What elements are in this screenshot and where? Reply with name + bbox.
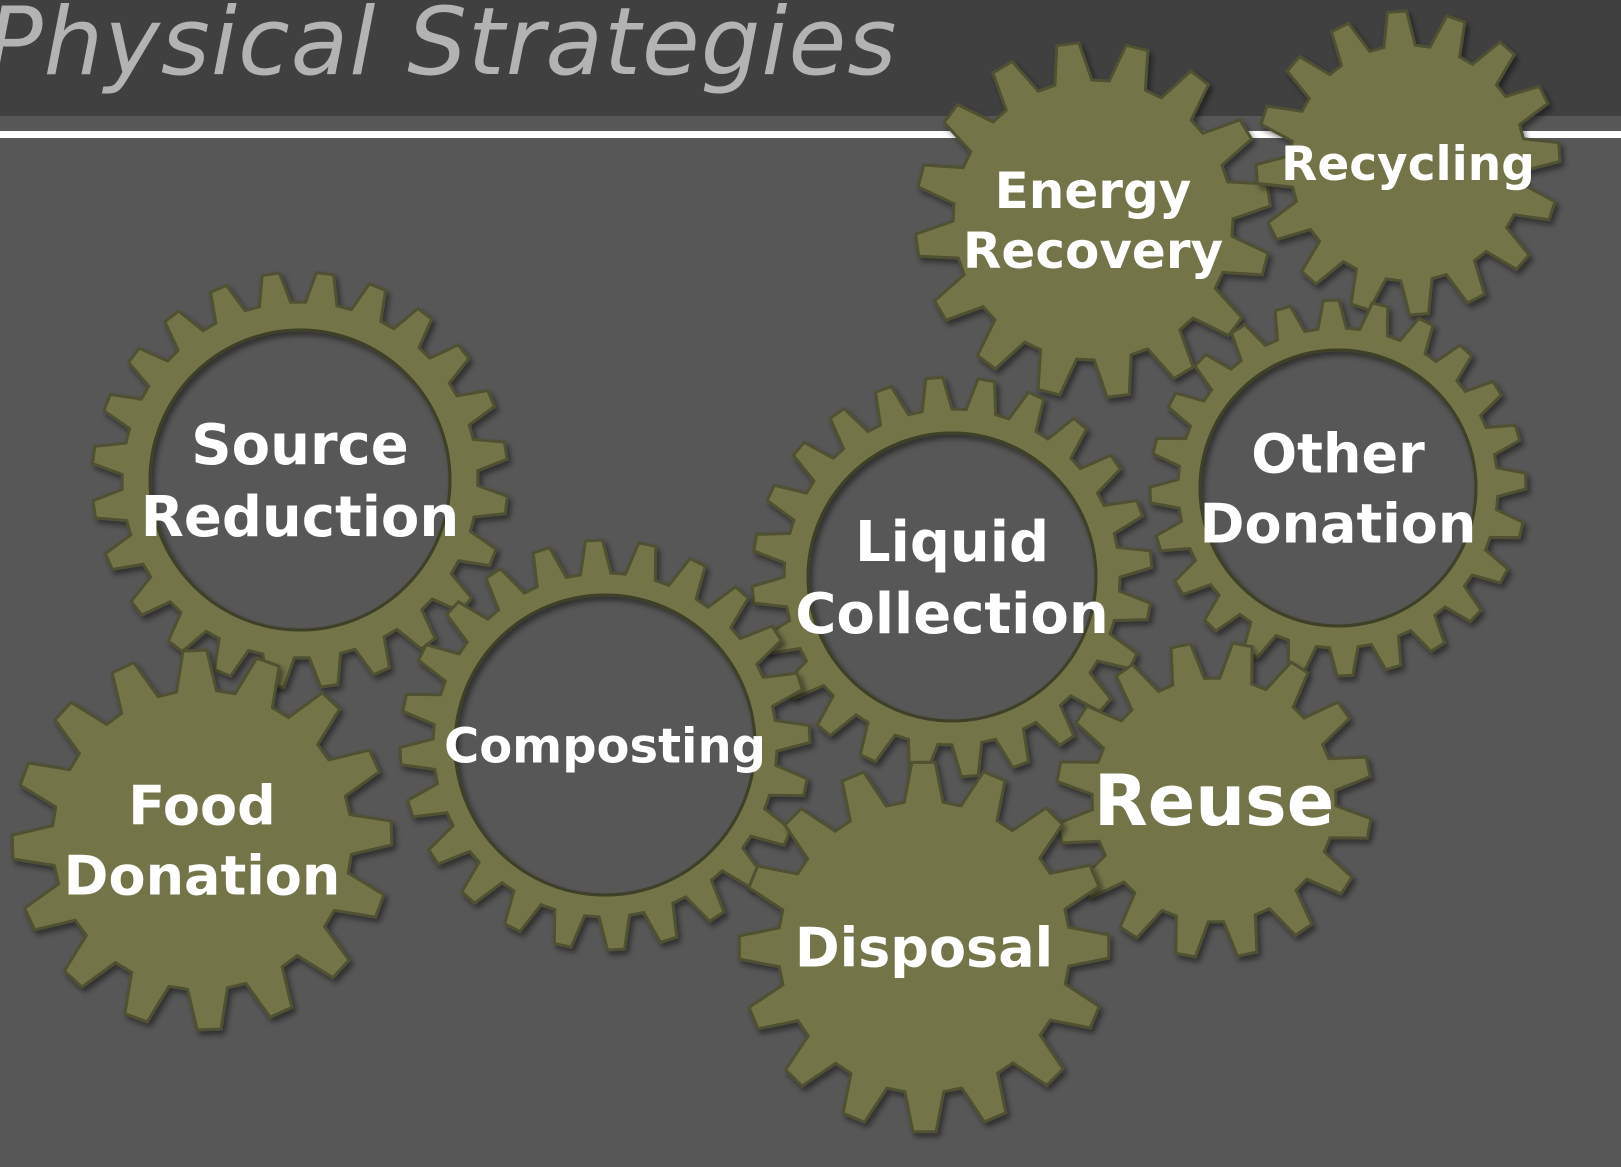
disposal-label-line: Disposal [795,916,1053,979]
gear-inner-rim [806,431,1098,723]
gear-inner-rim [148,328,452,632]
ring-gear-shape [1148,298,1528,678]
solid-gear-shape [1055,641,1373,959]
solid-gear-shape [737,760,1111,1134]
gear-disposal: Disposal [737,760,1111,1134]
solid-gear-shape [10,648,394,1032]
gear-inner-rim [1198,348,1478,628]
page-title: Physical Strategies [0,0,898,97]
gear-composting: Composting [398,538,812,952]
food-donation-label-line: Donation [64,844,341,907]
gear-recycling: Recycling [1254,9,1562,317]
gear-reuse: Reuse [1055,641,1373,959]
energy-recovery-label-line: Recovery [963,222,1223,280]
liquid-collection-label-line: Liquid [855,510,1049,575]
food-donation-label-line: Food [128,774,276,837]
composting-label-line: Composting [444,718,766,774]
gear-inner-rim [453,593,757,897]
solid-gear-shape [1254,9,1562,317]
recycling-label-line: Recycling [1281,137,1535,192]
source-reduction-label-line: Reduction [141,485,460,550]
other-donation-label-line: Donation [1200,492,1477,555]
ring-gear-shape [90,270,510,690]
source-reduction-label-line: Source [191,413,408,478]
reuse-label-line: Reuse [1094,760,1334,842]
solid-gear-shape [913,40,1273,400]
liquid-collection-label-line: Collection [795,582,1108,647]
energy-recovery-label-line: Energy [995,162,1192,220]
other-donation-label-line: Other [1251,422,1425,485]
title-divider [0,131,1621,138]
